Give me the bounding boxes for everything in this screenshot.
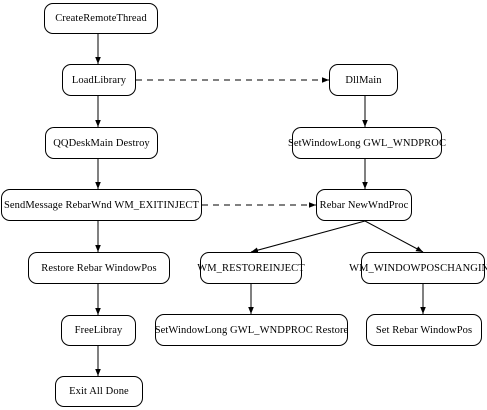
node-label: WM_RESTOREINJECT [197,262,305,274]
node-label: SendMessage RebarWnd WM_EXITINJECT [3,199,200,211]
node-label: Restore Rebar WindowPos [41,262,157,274]
node-exit-all-done: Exit All Done [55,376,143,407]
node-label: LoadLibrary [71,74,127,86]
node-wm-windowposchanging: WM_WINDOWPOSCHANGING [349,252,487,284]
node-label: Exit All Done [69,386,129,397]
node-label: WM_WINDOWPOSCHANGING [349,262,487,274]
node-rebar-new-wnd-proc: Rebar NewWndProc [316,189,412,221]
node-free-library: FreeLibray [61,315,136,346]
node-dll-main: DllMain [329,64,398,96]
edge-rebar-to-restoreinject [250,220,366,253]
node-label: Set Rebar WindowPos [375,324,473,336]
node-create-remote-thread: CreateRemoteThread [44,3,158,34]
node-label: QQDeskMain Destroy [53,137,150,149]
node-label: SetWindowLong GWL_WNDPROC [287,137,447,149]
node-wm-restoreinject: WM_RESTOREINJECT [197,252,305,284]
node-set-window-long: SetWindowLong GWL_WNDPROC [288,127,446,159]
node-qq-desk-main-destroy: QQDeskMain Destroy [45,127,158,159]
node-label: SetWindowLong GWL_WNDPROC Restore [154,324,349,336]
node-label: CreateRemoteThread [55,13,147,24]
node-label: Rebar NewWndProc [319,199,409,211]
node-label: FreeLibray [74,325,123,336]
node-set-window-long-restore: SetWindowLong GWL_WNDPROC Restore [155,314,348,346]
node-restore-rebar-windowpos: Restore Rebar WindowPos [28,252,170,284]
node-label: DllMain [345,74,382,86]
node-set-rebar-windowpos: Set Rebar WindowPos [366,314,482,346]
node-load-library: LoadLibrary [62,64,136,96]
edge-rebar-to-windowposchanging [364,220,424,253]
node-send-message: SendMessage RebarWnd WM_EXITINJECT [1,189,202,221]
